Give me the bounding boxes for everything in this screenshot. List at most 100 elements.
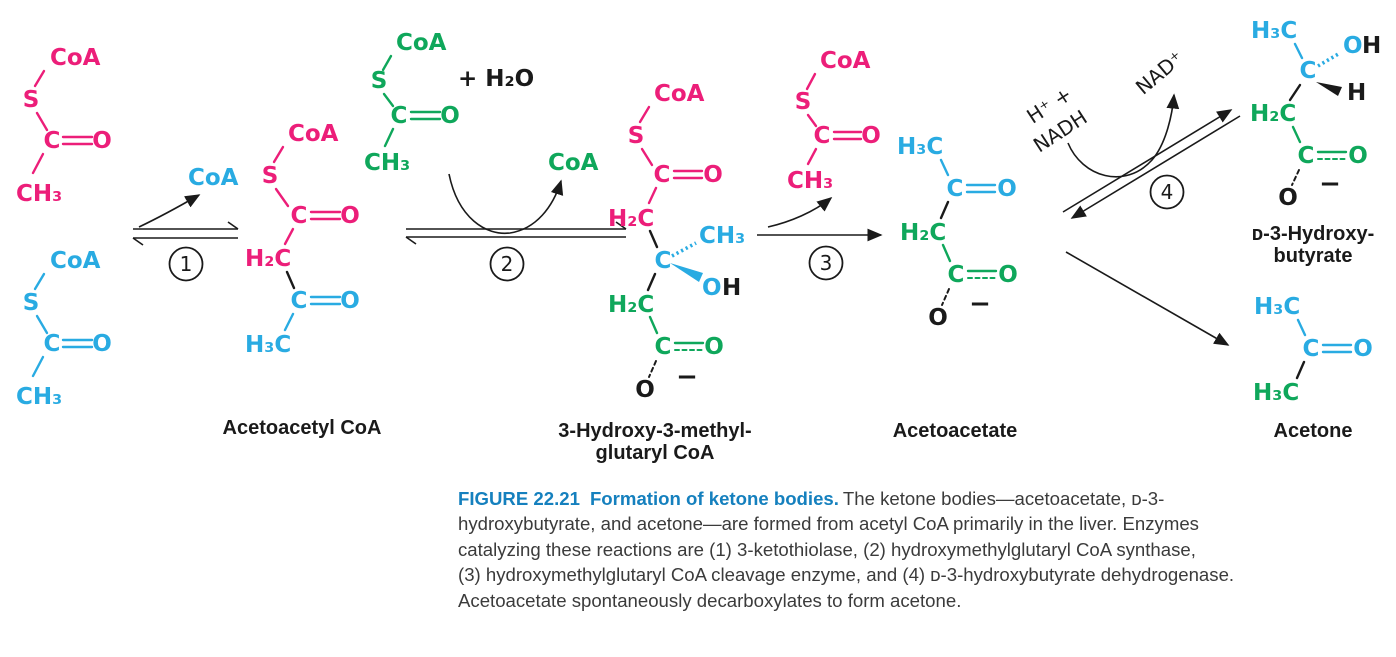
step-number: 2: [501, 252, 514, 276]
bond-coa-s: [272, 145, 285, 164]
h3c-top-label: H₃C: [1254, 294, 1300, 320]
negative-charge: −: [969, 289, 991, 319]
o1-atom: O: [997, 176, 1017, 202]
bond-s-c: [382, 92, 395, 108]
o-atom: O: [1353, 336, 1373, 362]
bond-c2-ominus: [1291, 169, 1300, 186]
ch3-label: CH₃: [16, 384, 62, 410]
h2c-label: H₂C: [1250, 101, 1296, 127]
bond-coa-s: [33, 69, 46, 88]
negative-charge: −: [676, 362, 698, 392]
step-number: 3: [820, 251, 833, 275]
equilibrium-arrow-reverse: [1070, 115, 1241, 219]
o-atom: O: [440, 103, 460, 129]
reaction-3: CoA S C O CH₃ 3: [757, 48, 883, 281]
caption-text-1: The ketone bodies—acetoacetate, ᴅ-3-: [842, 488, 1165, 509]
forward-arrow-tip: [615, 221, 627, 230]
hydroxybutyrate-molecule: H₃C C O H H H₂C C O O − ᴅ-3-Hydroxy- but…: [1250, 18, 1381, 267]
ch3-label: CH₃: [699, 223, 745, 249]
c-atom: C: [1303, 336, 1320, 362]
h2c-label: H₂C: [245, 246, 291, 272]
s-atom: S: [262, 163, 279, 189]
bond-c-ch3: [31, 152, 45, 175]
oh-h-atom: H: [722, 275, 741, 301]
o1-atom: O: [340, 203, 360, 229]
s-atom: S: [795, 89, 812, 115]
c2-atom: C: [948, 262, 965, 288]
bond-coa-s: [381, 54, 393, 72]
coa-label: CoA: [50, 248, 101, 274]
ch3-label: CH₃: [364, 150, 410, 176]
bond-h2c-c2: [285, 270, 296, 290]
s-atom: S: [23, 87, 40, 113]
coa-label: CoA: [50, 45, 101, 71]
acetone-molecule: H₃C C O H₃C Acetone: [1253, 294, 1373, 442]
molecule-name: Acetoacetate: [893, 420, 1018, 442]
bond-s-c: [640, 147, 654, 167]
bond-c2-h3c: [283, 312, 295, 332]
plus-h2o-label: + H₂O: [458, 66, 534, 92]
molecule-name-line1: ᴅ-3-Hydroxy-: [1252, 223, 1375, 245]
o-atom: O: [92, 331, 112, 357]
h3c-label: H₃C: [1251, 18, 1297, 44]
coa-label: CoA: [820, 48, 871, 74]
step-circle: [1149, 174, 1185, 210]
s-atom: S: [371, 68, 388, 94]
bond-s-c: [35, 314, 49, 335]
caption-line-2: hydroxybutyrate, and acetone—are formed …: [458, 513, 1199, 535]
reaction-2: CoA 2: [405, 150, 627, 282]
bond-h2c-ccenter: [648, 229, 659, 249]
bond-s-c: [806, 113, 818, 128]
step-circle: [489, 246, 525, 282]
nadh-to-nad-arrow: [1067, 93, 1180, 178]
equilibrium-arrow-forward: [1062, 109, 1233, 213]
o-minus-atom: O: [928, 305, 948, 331]
o-minus-atom: O: [635, 377, 655, 403]
hashed-bond-oh: [1317, 51, 1341, 68]
bond-c-h2c: [1288, 83, 1302, 102]
bond-c1-h2c: [647, 186, 658, 205]
bond-c-ch3: [383, 127, 395, 148]
bond-h3c-c1: [939, 158, 950, 177]
acetyl-coa-molecule-green: CoA S + H₂O C O CH₃: [364, 30, 534, 176]
center-c-atom: C: [655, 248, 672, 274]
center-c-atom: C: [1300, 58, 1317, 84]
step-number: 1: [180, 252, 193, 276]
s-atom: S: [23, 290, 40, 316]
o-minus-atom: O: [1278, 185, 1298, 211]
reaction-4: H⁺ + NADH NAD⁺ 4: [1022, 46, 1241, 219]
ch3-label: CH₃: [787, 168, 833, 194]
step-number: 4: [1161, 180, 1174, 204]
h2c-bottom-label: H₂C: [608, 292, 654, 318]
figure-title: Formation of ketone bodies.: [589, 488, 839, 509]
bond-h2c-c2: [1291, 125, 1302, 144]
step-circle: [168, 246, 204, 282]
bond-h3c-c: [1296, 318, 1307, 337]
hmg-coa-molecule: CoA S C O H₂C C CH₃ O H H₂C C O O − 3-Hy…: [558, 81, 751, 464]
o2-atom: O: [998, 262, 1018, 288]
coa-label: CoA: [654, 81, 705, 107]
o1-atom: O: [703, 162, 723, 188]
coa-release-arrow: [448, 173, 564, 235]
negative-charge: −: [1319, 169, 1341, 199]
c2-atom: C: [655, 334, 672, 360]
coa-release-arrow: [138, 194, 201, 228]
nad-plus-label: NAD⁺: [1131, 46, 1188, 99]
bond-coa-s: [638, 105, 651, 124]
bond-c2-ominus: [648, 360, 657, 378]
wedge-bond-oh: [670, 263, 703, 282]
bond-c-h3c: [1295, 360, 1306, 380]
o2-atom: O: [1348, 143, 1368, 169]
bond-s-c: [274, 187, 290, 208]
bond-c-ch3: [806, 147, 818, 166]
oh-h-atom: H: [1362, 33, 1381, 59]
caption-line-4: (3) hydroxymethylglutaryl CoA cleavage e…: [458, 564, 1235, 586]
bond-coa-s: [33, 272, 46, 291]
coa-release-arrow: [767, 196, 833, 228]
c1-atom: C: [654, 162, 671, 188]
released-coa-label: CoA: [548, 150, 599, 176]
wedge-bond-h: [1316, 82, 1342, 96]
molecule-name-line2: glutaryl CoA: [596, 442, 715, 464]
